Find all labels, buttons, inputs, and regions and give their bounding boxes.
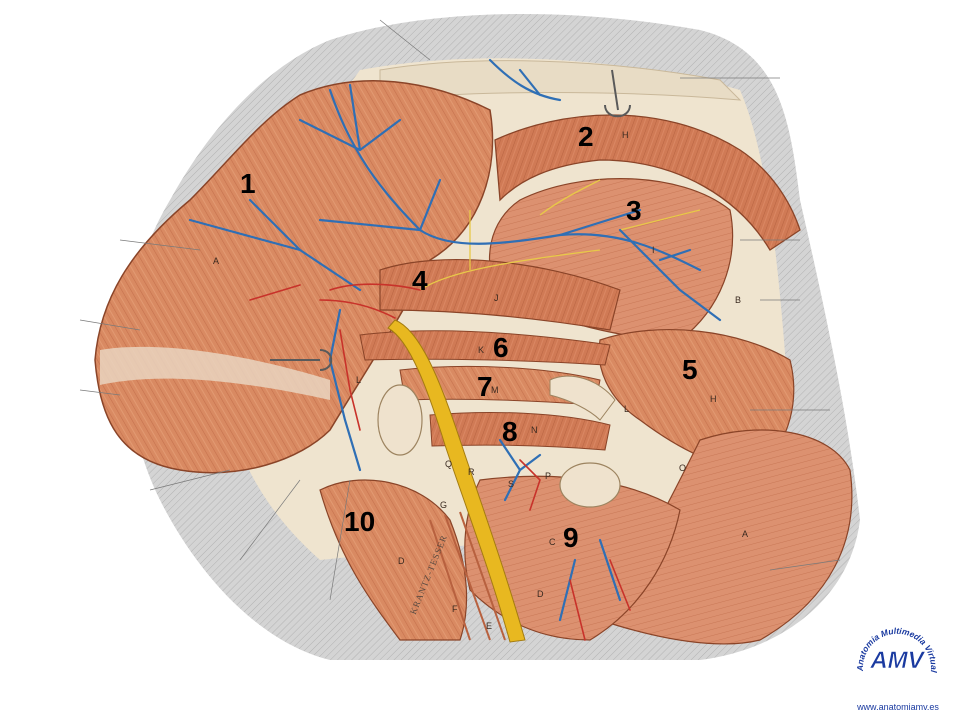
letter-N: N [531, 425, 538, 435]
label-6: 6 [493, 332, 509, 363]
nerve-branches [419, 179, 701, 291]
label-7: 7 [477, 371, 493, 402]
letter-L-2: L [624, 404, 630, 414]
label-8: 8 [502, 416, 518, 447]
label-5: 5 [682, 354, 698, 385]
logo-text: AMV [869, 647, 925, 674]
back-fascia-fibers [379, 60, 742, 101]
letter-K: K [478, 345, 485, 355]
label-2: 2 [578, 121, 594, 152]
greater-trochanter [559, 462, 621, 508]
amv-logo: Anatomia Multimedia Virtual AMV [855, 626, 939, 675]
letter-M: M [491, 385, 499, 395]
letter-H-1: H [622, 130, 629, 140]
letter-G: G [440, 500, 448, 510]
muscle-8 [429, 412, 611, 451]
letter-E: E [486, 621, 493, 631]
ischial-tuberosity [377, 384, 423, 456]
muscle-4 [379, 259, 621, 331]
label-9: 9 [563, 522, 579, 553]
sciatic-nerve [387, 319, 526, 643]
letter-H-2: H [710, 394, 717, 404]
letter-O: O [679, 463, 687, 473]
letter-D-2: D [537, 589, 544, 599]
letter-R: R [468, 467, 475, 477]
hamstring-strands [429, 511, 506, 641]
pointer-lines [79, 19, 841, 601]
logo-url[interactable]: www.anatomiamv.es [857, 702, 939, 712]
letter-J: J [494, 293, 499, 303]
muscle-1-tendon-band [100, 346, 330, 400]
obturator-tendon [549, 375, 616, 421]
letter-C: C [549, 537, 556, 547]
letter-F: F [452, 604, 458, 614]
vein-network [188, 58, 722, 622]
label-3: 3 [626, 195, 642, 226]
letter-S: S [508, 479, 515, 489]
muscle-2 [494, 114, 801, 251]
label-4: 4 [412, 265, 428, 296]
letter-A-left: A [213, 256, 220, 266]
letter-B: B [735, 295, 742, 305]
letter-L-1: L [356, 375, 362, 385]
retractor-left [270, 349, 333, 371]
letter-D-1: D [398, 556, 405, 566]
retractor-top [604, 69, 631, 118]
letter-P: P [545, 471, 552, 481]
letter-Q: Q [445, 459, 453, 469]
letter-A-right: A [742, 529, 749, 539]
label-10: 10 [344, 506, 376, 537]
label-1: 1 [240, 168, 256, 199]
artery-network [249, 283, 631, 641]
letter-I: I [652, 245, 655, 255]
